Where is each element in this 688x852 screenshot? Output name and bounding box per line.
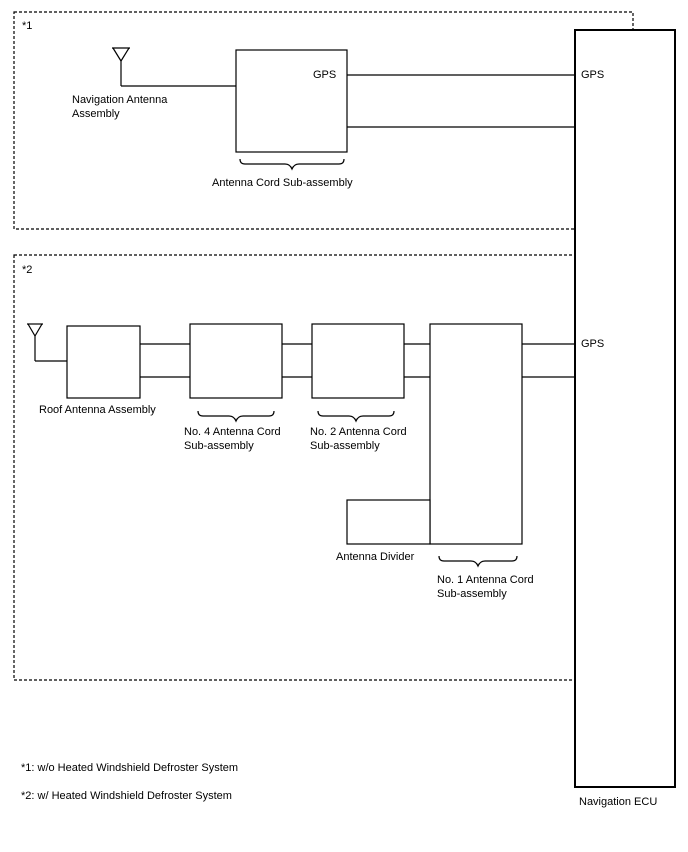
no4-cord-brace [197,410,275,423]
antenna-cord-brace [239,158,345,171]
roof-antenna-box [66,325,141,399]
navigation-ecu-box [574,29,676,788]
footnote-2: *2: w/ Heated Windshield Defroster Syste… [21,790,232,802]
section2-tag: *2 [22,264,32,276]
no4-cord-box [189,323,283,399]
antenna-divider-box [346,499,431,545]
no1-cord-label-line1: No. 1 Antenna Cord [437,574,534,586]
antenna-divider-label: Antenna Divider [336,551,415,563]
no2-cord-brace [317,410,395,423]
no2-cord-label-line2: Sub-assembly [310,440,380,452]
navigation-antenna-icon [112,47,236,87]
antenna-cord-gps-pin: GPS [313,69,336,81]
ecu-gps-pin-1: GPS [581,69,604,81]
roof-antenna-icon [27,323,67,362]
no1-cord-brace [438,555,518,568]
no4-cord-label-line2: Sub-assembly [184,440,254,452]
ecu-gps-pin-2: GPS [581,338,604,350]
no1-cord-label-line2: Sub-assembly [437,588,507,600]
navigation-antenna-label-line1: Navigation Antenna [72,94,168,106]
footnote-1: *1: w/o Heated Windshield Defroster Syst… [21,762,238,774]
navigation-ecu-label: Navigation ECU [579,796,657,808]
no2-cord-box [311,323,405,399]
antenna-cord-label: Antenna Cord Sub-assembly [212,177,353,189]
antenna-cord-box [235,49,348,153]
no2-cord-label-line1: No. 2 Antenna Cord [310,426,407,438]
section2-frame [13,254,634,681]
no4-cord-label-line1: No. 4 Antenna Cord [184,426,281,438]
no1-cord-box [429,323,523,545]
section1-tag: *1 [22,20,32,32]
roof-antenna-label: Roof Antenna Assembly [39,404,156,416]
navigation-antenna-label-line2: Assembly [72,108,120,120]
